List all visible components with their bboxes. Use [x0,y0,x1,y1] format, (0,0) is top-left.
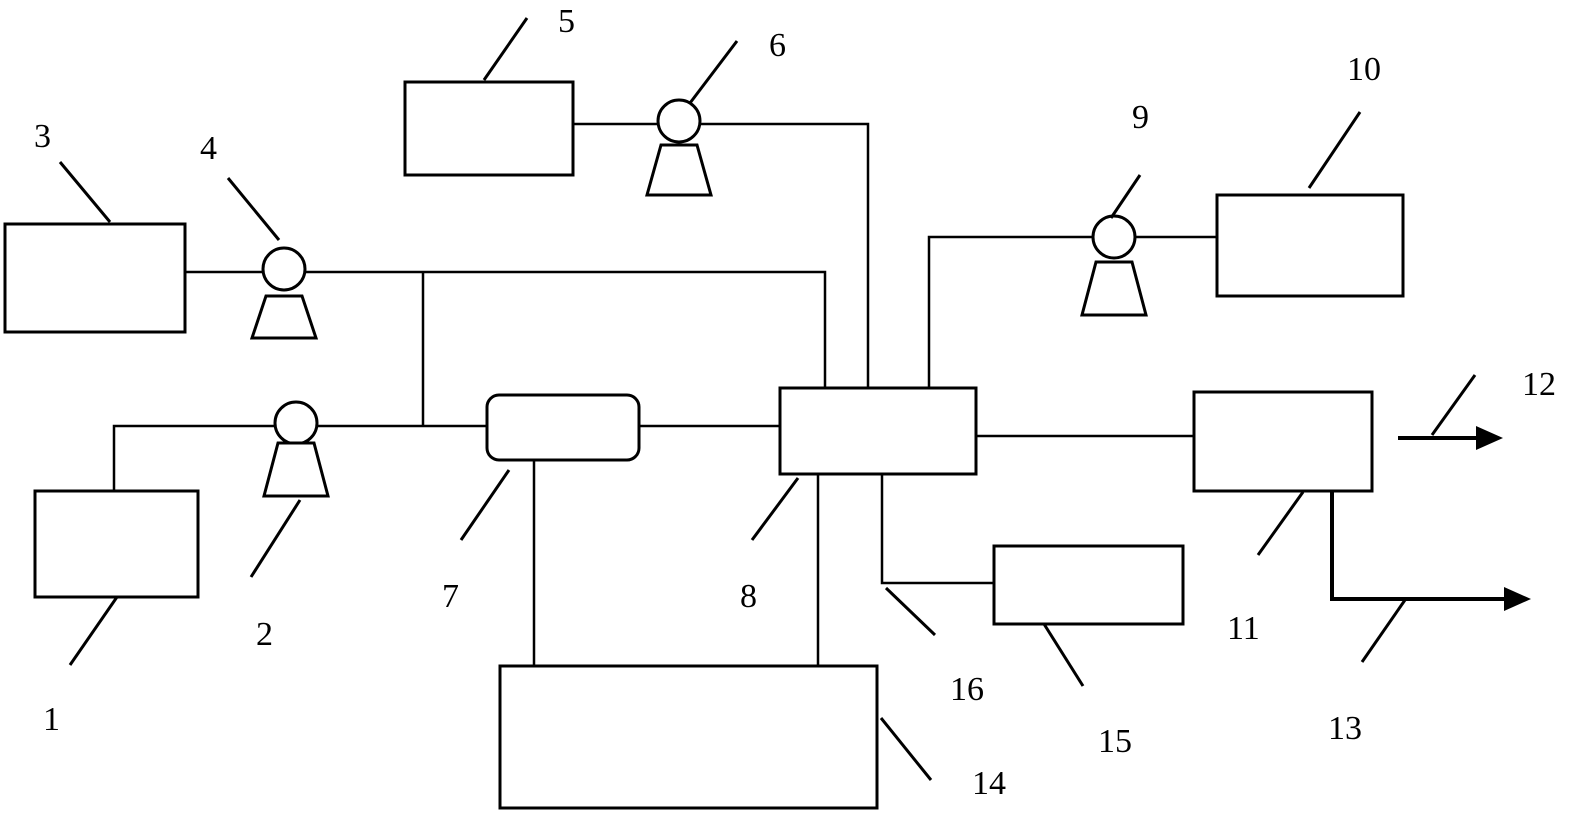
label-7: 7 [442,578,459,615]
component-3-box [3,222,187,334]
leader-5 [482,17,529,81]
label-16: 16 [950,671,984,708]
component-15-box [992,544,1185,626]
label-3: 3 [34,118,51,155]
component-14-box [498,664,879,810]
leader-16 [884,586,937,637]
leader-1 [68,596,119,666]
leader-12 [1430,374,1477,436]
component-8-box [778,386,978,476]
leader-13 [1360,599,1407,663]
leader-9 [1109,174,1142,219]
leader-14 [879,717,933,781]
leader-8 [750,477,800,541]
label-12: 12 [1522,366,1556,403]
label-9: 9 [1132,99,1149,136]
line-16-8-to-15 [880,474,994,585]
leader-4 [226,177,281,241]
pump-icon [249,246,319,340]
component-1-box [33,489,200,599]
component-5-box [403,80,575,177]
leader-3 [58,161,112,223]
leader-15 [1042,623,1085,687]
label-5: 5 [558,3,575,40]
leader-2 [249,499,302,578]
leader-7 [459,469,511,541]
leader-6 [688,40,739,104]
label-13: 13 [1328,710,1362,747]
label-1: 1 [43,701,60,738]
pump-icon [1080,214,1148,317]
line-1-to-pump-2 [112,424,274,491]
label-14: 14 [972,765,1006,802]
arrow-right-icon [1398,426,1503,450]
label-15: 15 [1098,723,1132,760]
label-6: 6 [769,27,786,64]
arrow-right-icon [1330,491,1531,611]
component-10-box [1215,193,1405,298]
component-7-box [485,393,641,462]
component-11-box [1192,390,1374,493]
line-8-to-pump-9 [927,235,1092,388]
label-2: 2 [256,616,273,653]
label-8: 8 [740,578,757,615]
label-4: 4 [200,130,217,167]
line-pump-4-to-8 [306,270,827,388]
leader-11 [1256,491,1305,556]
leader-10 [1307,111,1362,189]
pump-icon [645,98,713,197]
line-pump-6-to-8 [701,122,870,388]
label-11: 11 [1227,610,1260,647]
label-10: 10 [1347,51,1381,88]
pump-icon [262,400,330,498]
